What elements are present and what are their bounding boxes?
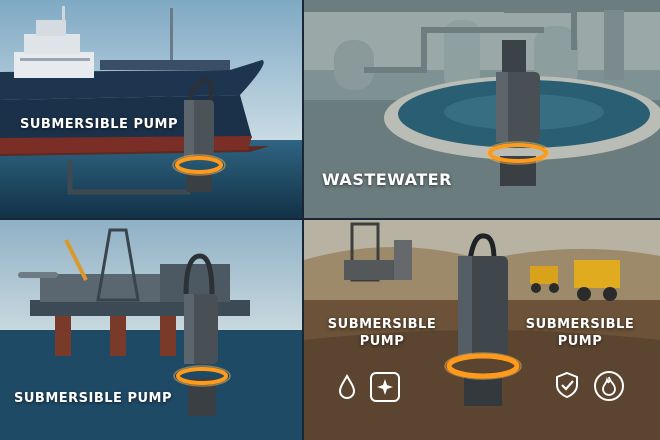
offshore-panel	[0, 220, 302, 440]
ship-scene	[0, 0, 302, 218]
water-drop-icon	[334, 374, 360, 400]
ship-panel: SUBMERSIBLE PUMP	[0, 0, 302, 218]
ship-label: SUBMERSIBLE PUMP	[20, 117, 179, 132]
wastewater-panel	[304, 0, 660, 218]
shield-check-icon	[554, 371, 580, 399]
mining-label-right: SUBMERSIBLE PUMP	[525, 317, 635, 349]
flame-icon	[594, 371, 624, 401]
offshore-scene	[0, 220, 302, 440]
wastewater-scene	[304, 0, 660, 218]
wastewater-label: WASTEWATER	[322, 170, 452, 189]
sparkle-icon	[370, 372, 400, 402]
offshore-label: SUBMERSIBLE PUMP	[14, 391, 173, 406]
mining-scene	[304, 220, 660, 440]
mining-panel	[304, 220, 660, 440]
mining-label-left: SUBMERSIBLE PUMP	[327, 317, 437, 349]
